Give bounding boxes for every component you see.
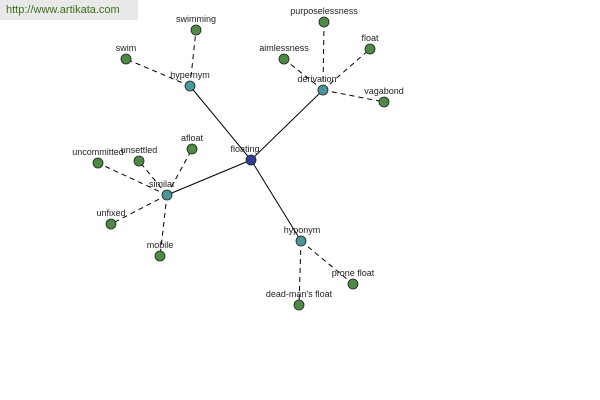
node-derivation[interactable] xyxy=(317,84,329,96)
label-unsettled: unsettled xyxy=(121,145,158,155)
graph-edges xyxy=(97,21,385,306)
node-dead-mans-float[interactable] xyxy=(293,299,305,311)
edge-hypernym-swimming xyxy=(189,29,197,87)
node-afloat[interactable] xyxy=(186,143,198,155)
node-aimlessness[interactable] xyxy=(278,53,290,65)
edge-hyponym-dead-mans-float xyxy=(298,240,302,306)
node-floating[interactable] xyxy=(245,154,257,166)
edge-floating-hypernym xyxy=(189,85,252,161)
label-float: float xyxy=(361,33,379,43)
edge-derivation-vagabond xyxy=(322,89,385,103)
watermark-url: http://www.artikata.com xyxy=(0,0,138,20)
node-uncommitted[interactable] xyxy=(92,157,104,169)
node-hypernym[interactable] xyxy=(184,80,196,92)
label-aimlessness: aimlessness xyxy=(259,43,309,53)
edge-floating-derivation xyxy=(250,89,324,161)
label-uncommitted: uncommitted xyxy=(72,147,124,157)
edge-similar-uncommitted xyxy=(97,162,168,196)
label-derivation: derivation xyxy=(297,74,336,84)
label-swim: swim xyxy=(116,43,137,53)
edge-floating-hyponym xyxy=(250,159,302,242)
node-mobile[interactable] xyxy=(154,250,166,262)
edge-hyponym-prone-float xyxy=(300,240,354,285)
node-float[interactable] xyxy=(364,43,376,55)
label-swimming: swimming xyxy=(176,14,216,24)
graph-nodes xyxy=(92,16,390,311)
label-similar: similar xyxy=(149,179,175,189)
edge-floating-similar xyxy=(166,159,252,196)
graph-labels: floating hypernym swimming swim derivation pu… xyxy=(72,6,404,299)
label-hyponym: hyponym xyxy=(284,225,321,235)
node-unsettled[interactable] xyxy=(133,155,145,167)
node-hyponym[interactable] xyxy=(295,235,307,247)
edge-derivation-purposelessness xyxy=(322,21,325,91)
label-hypernym: hypernym xyxy=(170,70,210,80)
edge-similar-unsettled xyxy=(138,160,168,196)
label-prone-float: prone float xyxy=(332,268,375,278)
node-swimming[interactable] xyxy=(190,24,202,36)
edge-similar-unfixed xyxy=(110,194,168,225)
label-mobile: mobile xyxy=(147,240,174,250)
node-vagabond[interactable] xyxy=(378,96,390,108)
edge-similar-mobile xyxy=(159,194,168,257)
edge-hypernym-swim xyxy=(125,58,191,87)
label-afloat: afloat xyxy=(181,133,204,143)
node-prone-float[interactable] xyxy=(347,278,359,290)
label-floating: floating xyxy=(230,144,259,154)
node-similar[interactable] xyxy=(161,189,173,201)
node-swim[interactable] xyxy=(120,53,132,65)
node-purposelessness[interactable] xyxy=(318,16,330,28)
label-vagabond: vagabond xyxy=(364,86,404,96)
edge-derivation-float xyxy=(322,48,371,91)
label-purposelessness: purposelessness xyxy=(290,6,358,16)
node-unfixed[interactable] xyxy=(105,218,117,230)
label-dead-mans-float: dead-man's float xyxy=(266,289,333,299)
label-unfixed: unfixed xyxy=(96,208,125,218)
